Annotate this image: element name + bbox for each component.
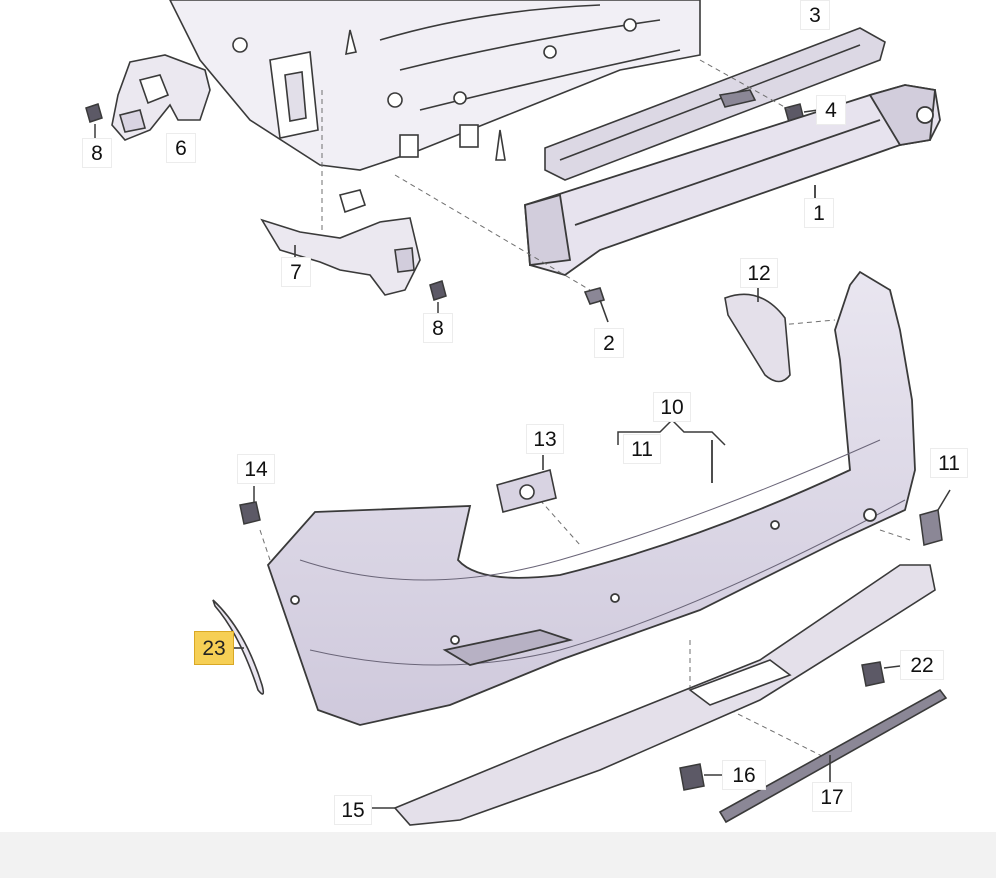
- part-8-nut-upper: [85, 103, 103, 138]
- callout-6: 6: [166, 133, 196, 163]
- part-22-clip: [861, 661, 901, 687]
- part-1-reinforcement-bar: [524, 84, 941, 276]
- callout-3: 3: [800, 0, 830, 30]
- callout-23: 23: [194, 631, 234, 665]
- callout-4: 4: [816, 95, 846, 125]
- callout-15: 15: [334, 795, 372, 825]
- callout-17: 17: [812, 782, 852, 812]
- callout-8-upper: 8: [82, 138, 112, 168]
- callout-1: 1: [804, 198, 834, 228]
- part-16-clip: [679, 763, 722, 791]
- callout-14: 14: [237, 454, 275, 484]
- rear-body-panel: [169, 0, 701, 214]
- callout-7: 7: [281, 257, 311, 287]
- part-15-diffuser: [370, 564, 936, 826]
- callout-12: 12: [740, 258, 778, 288]
- part-11-towing-cap: [919, 489, 951, 546]
- bottom-band: [0, 832, 996, 878]
- part-12-cover-cap: [724, 285, 791, 383]
- callout-11-left: 11: [623, 434, 661, 464]
- part-13-bracket: [496, 455, 557, 513]
- callout-16: 16: [722, 760, 766, 790]
- part-8-nut-lower: [429, 280, 447, 314]
- part-17-trim-strip: [718, 688, 948, 824]
- callout-2: 2: [594, 328, 624, 358]
- part-7-bracket: [260, 217, 421, 296]
- callout-11-right: 11: [930, 448, 968, 478]
- part-2-bolt: [583, 287, 609, 323]
- guide-lines: [259, 59, 911, 761]
- callout-22: 22: [900, 650, 944, 680]
- part-14-clip: [239, 486, 261, 525]
- callout-8-lower: 8: [423, 313, 453, 343]
- callout-13: 13: [526, 424, 564, 454]
- part-bumper-cover: [266, 270, 916, 726]
- part-6-bracket: [111, 54, 211, 141]
- callout-10: 10: [653, 392, 691, 422]
